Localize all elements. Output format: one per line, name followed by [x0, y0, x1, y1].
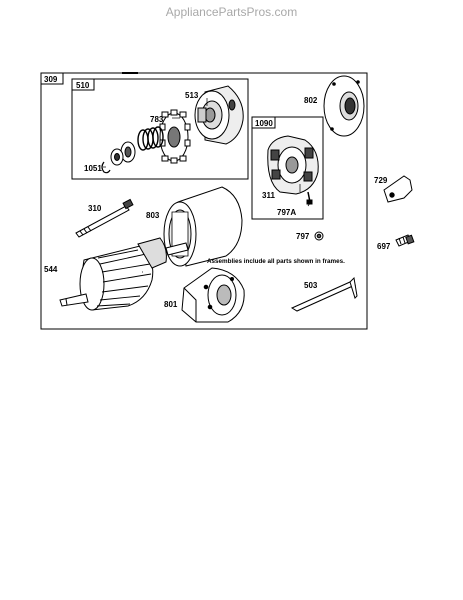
- motor-housing-803: [163, 186, 243, 267]
- label-797: 797: [296, 232, 310, 241]
- bracket-729: [383, 175, 413, 203]
- end-plate-801: [181, 267, 245, 323]
- label-310: 310: [88, 204, 102, 213]
- label-309: 309: [44, 75, 58, 84]
- frame-309: [40, 72, 368, 330]
- label-801: 801: [164, 300, 178, 309]
- collar: [110, 148, 124, 166]
- label-1090: 1090: [255, 119, 273, 128]
- frame-510-tab: [71, 78, 95, 91]
- strap-503: [290, 276, 358, 312]
- frame-1090: [251, 116, 324, 220]
- label-802: 802: [304, 96, 318, 105]
- watermark: AppliancePartsPros.com: [165, 5, 298, 19]
- label-513: 513: [185, 91, 199, 100]
- label-803: 803: [146, 211, 160, 220]
- label-729: 729: [374, 176, 388, 185]
- label-1051: 1051: [84, 164, 102, 173]
- retaining-ring-1051: [101, 161, 111, 174]
- label-510: 510: [76, 81, 90, 90]
- label-697: 697: [377, 242, 391, 251]
- nut-797: [314, 231, 324, 241]
- pinion-gear-783: [159, 109, 191, 164]
- frame-309-tab: [40, 72, 64, 85]
- frame-510: [71, 78, 249, 180]
- label-783: 783: [150, 115, 164, 124]
- spring: [137, 126, 164, 151]
- drive-housing-513: [194, 85, 244, 145]
- label-311: 311: [262, 191, 275, 200]
- brush-assembly-1090: [267, 135, 319, 205]
- label-503: 503: [304, 281, 318, 290]
- assemblies-note: Assemblies include all parts shown in fr…: [207, 258, 345, 265]
- end-cap-802: [323, 75, 365, 137]
- screw-697: [395, 234, 415, 247]
- label-797A: 797A: [277, 208, 296, 217]
- frame-1090-tab: [251, 116, 276, 129]
- armature-544: [59, 237, 189, 311]
- through-bolt-310: [75, 198, 134, 238]
- label-544: 544: [44, 265, 58, 274]
